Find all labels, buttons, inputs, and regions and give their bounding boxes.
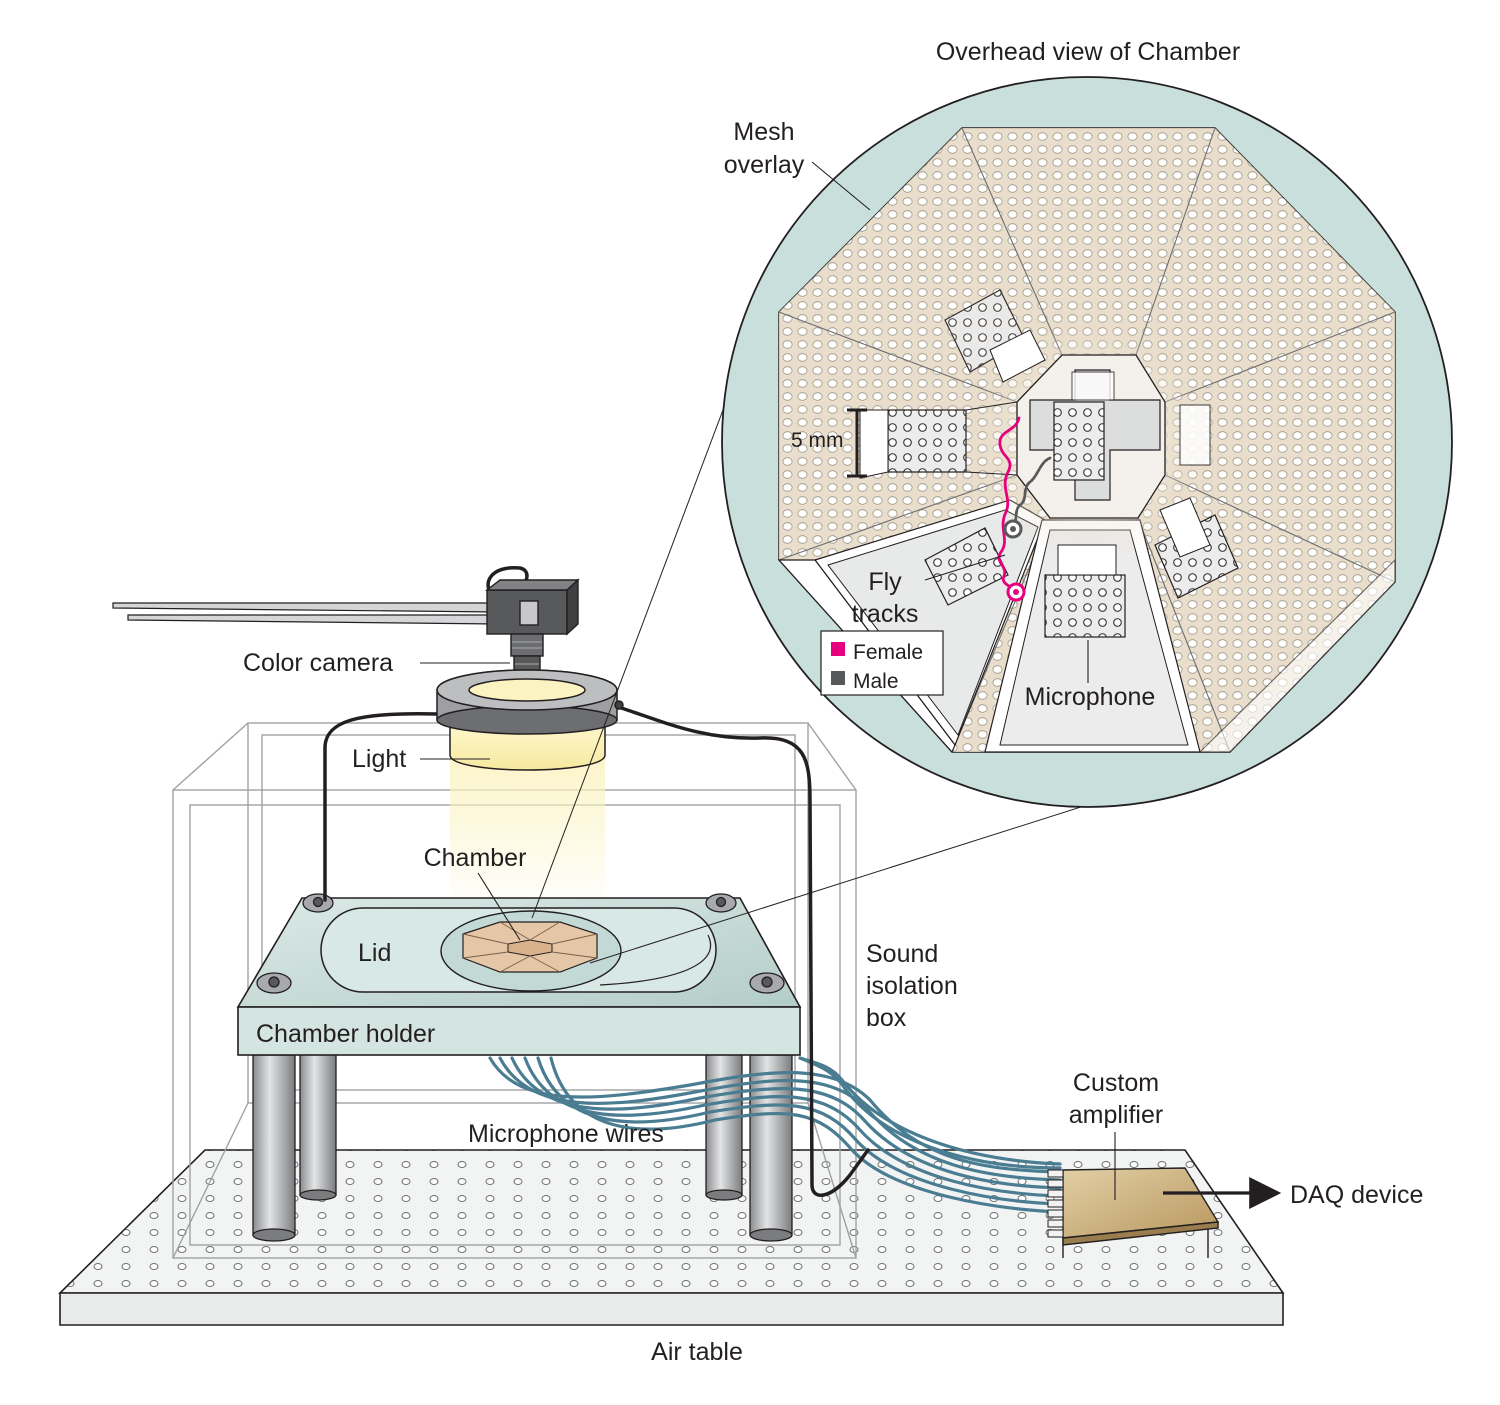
mesh-overlay-label-line2: overlay <box>724 151 805 179</box>
leader-lines <box>420 662 1116 1200</box>
microphone-wires-label: Microphone wires <box>468 1120 664 1148</box>
color-camera-label: Color camera <box>243 649 393 677</box>
magnification-lines <box>531 377 1151 964</box>
custom-amplifier-label-line2: amplifier <box>1069 1101 1163 1129</box>
chamber-label: Chamber <box>424 844 527 872</box>
custom-amplifier <box>1047 1167 1220 1258</box>
fly-tracks-label-line1: Fly <box>868 568 902 596</box>
female-swatch <box>831 642 845 656</box>
overhead-title: Overhead view of Chamber <box>936 38 1240 66</box>
lid-label: Lid <box>358 939 391 967</box>
daq-device-label: DAQ device <box>1290 1181 1423 1209</box>
female-fly-track <box>997 416 1021 594</box>
legend-female-label: Female <box>853 641 923 664</box>
camera-mount-rods <box>112 602 499 625</box>
air-table-label: Air table <box>651 1338 743 1366</box>
scale-bar-label: 5 mm <box>791 429 844 452</box>
chamber-holder-label: Chamber holder <box>256 1020 435 1048</box>
light-beam <box>450 745 605 915</box>
fly-tracks-label-line2: tracks <box>852 600 919 628</box>
male-fly-track <box>1011 456 1052 529</box>
sound-isolation-label-line1: Sound <box>866 940 938 968</box>
ring-light <box>436 669 624 771</box>
chamber-holder-legs <box>252 1049 793 1242</box>
legend-male-label: Male <box>853 670 899 693</box>
scale-bar <box>847 408 867 478</box>
overhead-view-circle <box>721 76 1453 808</box>
custom-amplifier-label-line1: Custom <box>1073 1069 1159 1097</box>
legend <box>820 630 944 696</box>
sound-isolation-label-line2: isolation <box>866 972 958 1000</box>
overhead-leader-lines <box>811 161 1089 683</box>
microphone-label: Microphone <box>1025 683 1156 711</box>
mesh-overlay-label-line1: Mesh <box>733 118 794 146</box>
chamber-holder <box>236 893 802 1056</box>
microphone-wires <box>488 1056 1062 1214</box>
male-swatch <box>831 671 845 685</box>
sound-isolation-label-line3: box <box>866 1004 907 1032</box>
light-label: Light <box>352 745 406 773</box>
color-camera <box>484 578 580 691</box>
